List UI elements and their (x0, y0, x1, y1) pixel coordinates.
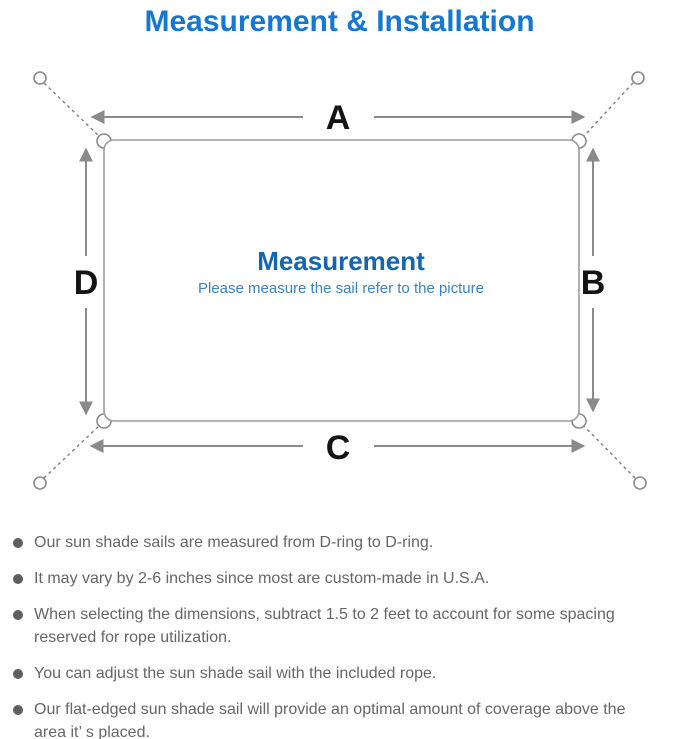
note-item: When selecting the dimensions, subtract … (13, 603, 658, 649)
dim-label-right: B (581, 264, 606, 302)
note-item: Our flat-edged sun shade sail will provi… (13, 698, 658, 739)
dim-label-bottom: C (326, 429, 351, 467)
anchor-ring-top-right (631, 71, 645, 85)
rope-line-bottom-left (43, 424, 101, 479)
rope-line-top-left (43, 82, 101, 138)
anchor-ring-bottom-right (633, 476, 647, 490)
note-item: Our sun shade sails are measured from D-… (13, 531, 658, 554)
note-text: Our flat-edged sun shade sail will provi… (34, 701, 626, 739)
note-text: You can adjust the sun shade sail with t… (34, 665, 437, 682)
note-text: When selecting the dimensions, subtract … (34, 606, 615, 646)
rope-line-top-right (582, 82, 634, 138)
rope-lines (43, 82, 636, 479)
sail-outline (103, 139, 580, 422)
note-text: Our sun shade sails are measured from D-… (34, 534, 434, 551)
bullet-icon (13, 704, 23, 715)
bullet-icon (13, 668, 23, 679)
bullet-icon (13, 573, 23, 584)
diagram-center-subtitle: Please measure the sail refer to the pic… (198, 280, 484, 297)
measurement-diagram: A B C D Measurement Please measure the s… (33, 71, 647, 490)
dimension-arrows (79, 110, 600, 453)
diagram-center-title: Measurement (257, 246, 425, 276)
anchor-ring-bottom-left (33, 476, 47, 490)
anchor-ring-top-left (33, 71, 47, 85)
notes-list: Our sun shade sails are measured from D-… (13, 531, 658, 739)
bullet-icon (13, 609, 23, 620)
note-item: You can adjust the sun shade sail with t… (13, 662, 658, 685)
note-item: It may vary by 2-6 inches since most are… (13, 567, 658, 590)
bullet-icon (13, 537, 23, 548)
dim-label-left: D (74, 264, 99, 302)
anchor-rings (33, 71, 647, 490)
rope-line-bottom-right (582, 424, 636, 479)
page-title: Measurement & Installation (144, 5, 535, 38)
dim-label-top: A (326, 99, 351, 137)
note-text: It may vary by 2-6 inches since most are… (34, 570, 490, 587)
